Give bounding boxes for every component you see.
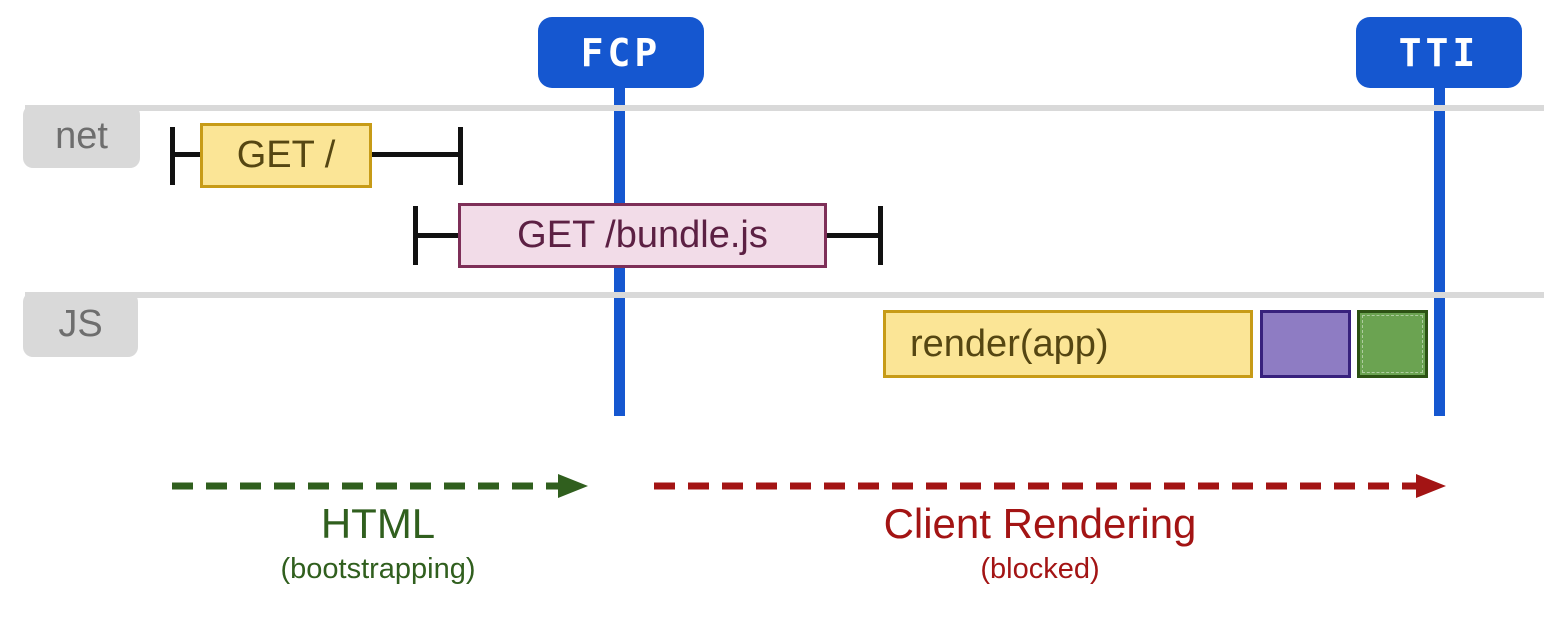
html-phase-arrow — [172, 474, 588, 498]
html-phase-arrowhead-icon — [558, 474, 588, 498]
js-lane-line — [25, 292, 1544, 298]
fcp-badge: FCP — [538, 17, 704, 88]
net-lane-label: net — [23, 105, 140, 168]
js-task-purple-box — [1260, 310, 1351, 378]
client-rendering-arrowhead-icon — [1416, 474, 1446, 498]
get-bundle-request: GET /bundle.js — [413, 203, 883, 268]
tti-badge-text: TTI — [1398, 30, 1480, 75]
client-rendering-phase-label: Client Rendering (blocked) — [740, 500, 1340, 587]
net-lane-label-text: net — [55, 115, 108, 157]
range-connector — [372, 152, 458, 157]
html-phase-title: HTML — [320, 500, 436, 547]
html-phase-note: (bootstrapping) — [280, 553, 476, 586]
get-bundle-box: GET /bundle.js — [458, 203, 827, 268]
fcp-badge-text: FCP — [580, 30, 662, 75]
get-root-box: GET / — [200, 123, 372, 188]
range-connector — [175, 152, 200, 157]
range-start-tick — [413, 206, 418, 265]
net-lane-line — [25, 105, 1544, 111]
client-rendering-phase-arrow — [654, 474, 1446, 498]
js-task-green-box — [1357, 310, 1428, 378]
render-app-label: render(app) — [910, 322, 1109, 365]
get-root-label: GET / — [236, 134, 336, 176]
get-bundle-label: GET /bundle.js — [517, 214, 768, 256]
tti-badge: TTI — [1356, 17, 1522, 88]
tti-marker-line — [1434, 86, 1445, 416]
js-lane-label-text: JS — [58, 303, 103, 345]
get-root-request: GET / — [170, 123, 463, 188]
range-connector — [827, 233, 878, 238]
client-rendering-phase-title: Client Rendering — [883, 500, 1197, 547]
render-app-task-box: render(app) — [883, 310, 1253, 378]
range-end-tick — [878, 206, 883, 265]
range-start-tick — [170, 127, 175, 185]
client-rendering-phase-note: (blocked) — [980, 553, 1100, 586]
js-lane-label: JS — [23, 292, 138, 357]
html-phase-label: HTML (bootstrapping) — [178, 500, 578, 587]
range-end-tick — [458, 127, 463, 185]
range-connector — [418, 233, 458, 238]
